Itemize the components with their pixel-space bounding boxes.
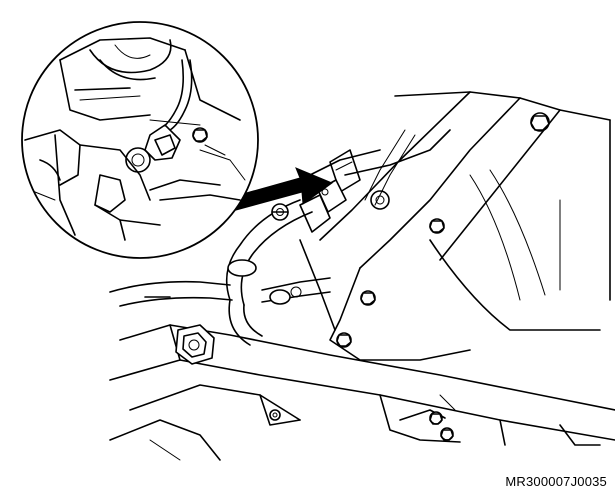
callout-arrow xyxy=(231,167,334,211)
bolt-bottom-b xyxy=(440,427,454,441)
mount-nut-large xyxy=(175,324,215,365)
figure-code-label: MR300007J0035 xyxy=(505,474,607,489)
fastener-bolts xyxy=(336,112,550,441)
bolt-top-right xyxy=(530,112,550,132)
detail-view xyxy=(21,21,259,259)
bolt-center xyxy=(360,290,376,306)
hose-assembly xyxy=(109,199,331,346)
bolt-bottom-a xyxy=(429,411,443,425)
crossmember-frame xyxy=(109,324,615,461)
bolt-lower-center xyxy=(336,332,352,348)
bolt-right-mid xyxy=(429,218,445,234)
hose-bolt xyxy=(271,203,289,221)
engine-block-outline xyxy=(299,91,611,361)
